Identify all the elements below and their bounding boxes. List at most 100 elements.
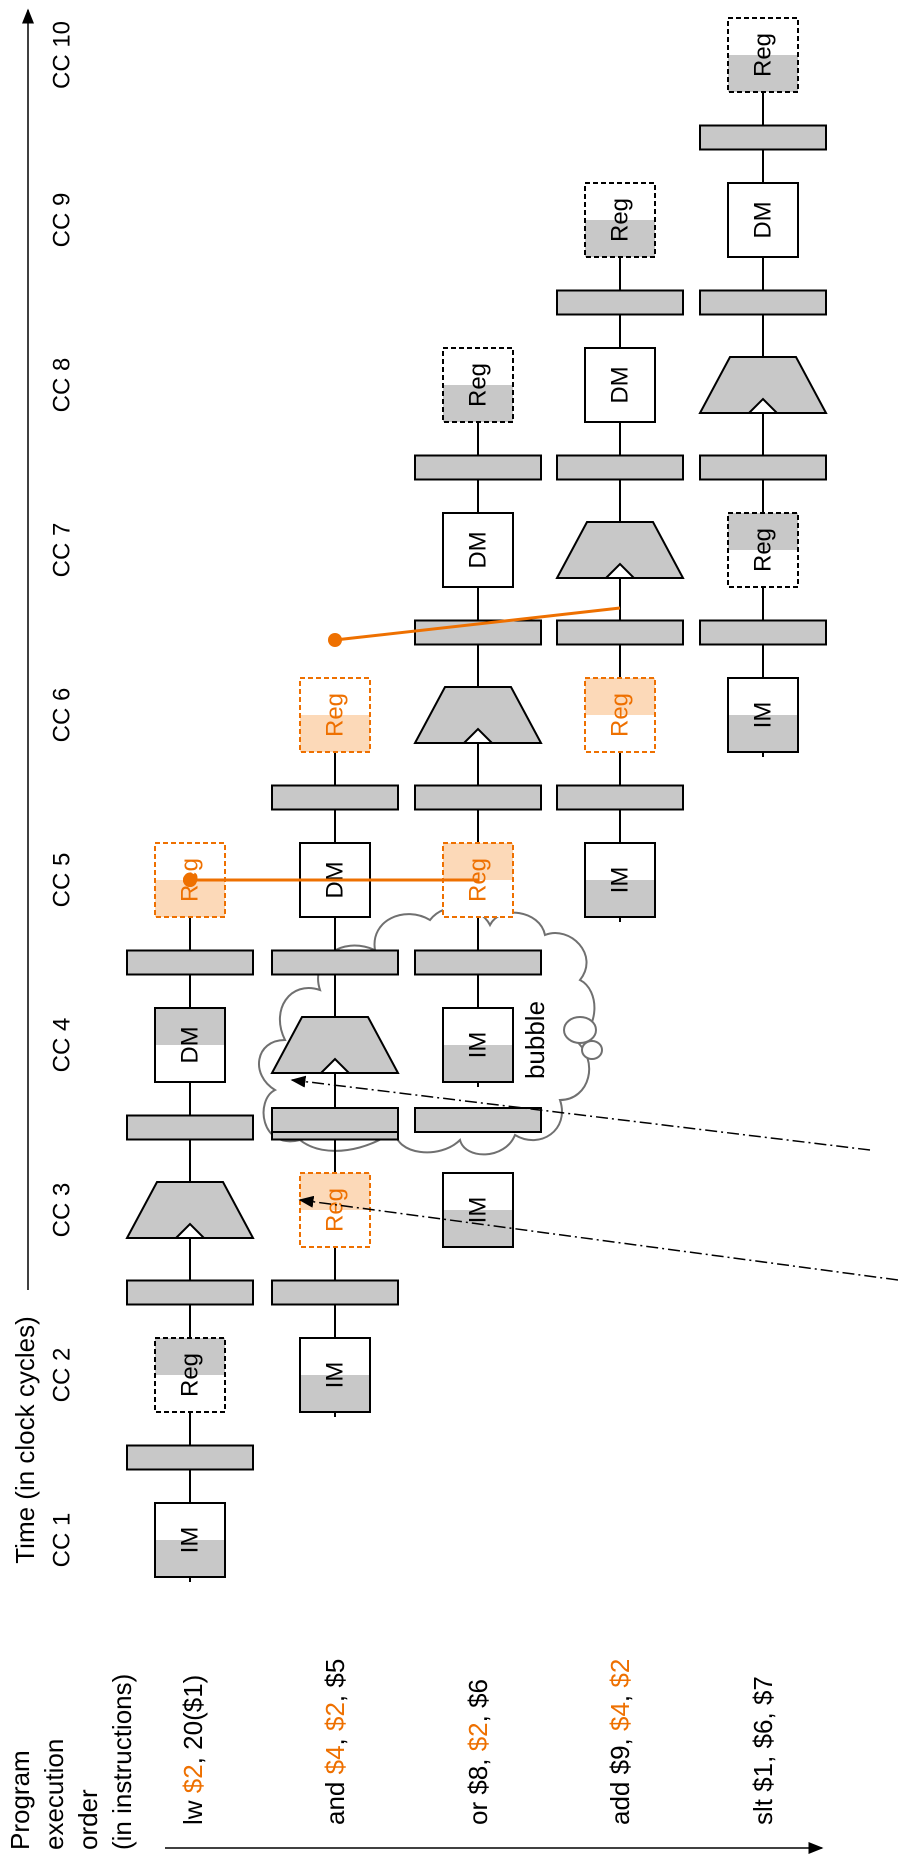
order-axis-label: Program [5, 1750, 35, 1850]
pipeline-register [126, 949, 254, 976]
pipeline-register [126, 1114, 254, 1141]
stage-shade [585, 678, 655, 715]
pipeline-register [271, 784, 399, 811]
instruction-part: $2 [178, 1764, 208, 1793]
bubble-pointer-1 [290, 1075, 871, 1151]
alu-notch [603, 562, 637, 579]
stage-label: Reg [750, 528, 777, 572]
stage-box-border [584, 677, 656, 753]
stage-label: DM [750, 201, 777, 238]
dm-stage: DM [727, 182, 799, 258]
order-axis-label: order [73, 1789, 103, 1850]
stage-box-border [442, 1172, 514, 1248]
reg-write-stage: Reg [299, 677, 371, 753]
forward-dot [328, 633, 342, 647]
dm-stage: DM [584, 347, 656, 423]
instruction-part: , $6 [463, 1679, 493, 1722]
im-stage-stalled: IM [442, 1172, 514, 1248]
im-stage: IM [154, 1502, 226, 1578]
stage-shade [728, 715, 798, 752]
stage-shade [728, 513, 798, 550]
im-stage: IM [727, 677, 799, 753]
stage-shade [585, 880, 655, 917]
reg-read-stage: Reg [727, 512, 799, 588]
stages-layer: IMRegDMRegIMRegDMRegIMRegDMRegIMRegDMReg… [125, 17, 828, 1578]
stage-shade [728, 55, 798, 92]
pipeline-register [556, 619, 684, 646]
stage-shade [155, 1008, 225, 1045]
pipeline-register [556, 784, 684, 811]
stage-shade [443, 385, 513, 422]
pipeline-register [126, 1279, 254, 1306]
stage-box-border [442, 1007, 514, 1083]
pipeline-register [699, 124, 827, 151]
pipeline-register [414, 949, 542, 976]
instruction-part: lw [178, 1793, 208, 1825]
stage-box-border [584, 182, 656, 258]
stage-label: Reg [750, 33, 777, 77]
reg-read-stage: Reg [442, 842, 514, 918]
stage-shade [155, 1338, 225, 1375]
clock-cycle-label: CC 3 [49, 1183, 76, 1238]
stage-box-border [727, 17, 799, 93]
stage-box-border [299, 677, 371, 753]
time-axis-label: Time (in clock cycles) [10, 1316, 40, 1564]
stage-label: IM [465, 1197, 492, 1224]
pipeline-register [556, 454, 684, 481]
clock-cycle-label: CC 9 [49, 193, 76, 248]
stage-box-bg [728, 183, 798, 257]
instruction-part: , 20($1) [178, 1675, 208, 1765]
order-axis-label: (in instructions) [107, 1674, 137, 1850]
pipeline-register [414, 784, 542, 811]
instruction-part: or $8, [463, 1751, 493, 1825]
clock-cycle-label: CC 6 [49, 688, 76, 743]
stage-label: IM [465, 1032, 492, 1059]
stage-box-bg [443, 513, 513, 587]
instruction-part: slt $1, $6, $7 [748, 1676, 778, 1825]
stage-box-border [154, 1337, 226, 1413]
pipeline-register [271, 949, 399, 976]
order-axis-label: execution [39, 1739, 69, 1850]
stage-box-border [584, 347, 656, 423]
reg-write-stage: Reg [727, 17, 799, 93]
instruction-part: $2 [320, 1702, 350, 1731]
clock-cycle-label: CC 5 [49, 853, 76, 908]
dm-stage: DM [154, 1007, 226, 1083]
instruction-part: and [320, 1774, 350, 1825]
stage-box-border [442, 512, 514, 588]
stage-box-border [442, 347, 514, 423]
stage-label: Reg [322, 693, 349, 737]
clock-cycle-label: CC 10 [49, 21, 76, 89]
stage-shade [300, 715, 370, 752]
stage-shade [443, 1210, 513, 1247]
pipeline-register [556, 289, 684, 316]
instruction-part: $2 [605, 1659, 635, 1688]
pipeline-register [699, 454, 827, 481]
instruction-part: add $9, [605, 1731, 635, 1825]
bubble-label: bubble [520, 1001, 550, 1079]
stage-shade [155, 1540, 225, 1577]
stage-box-bg [585, 348, 655, 422]
instruction-label: add $9, $4, $2 [605, 1659, 635, 1825]
im-stage: IM [299, 1337, 371, 1413]
clock-cycle-label: CC 4 [49, 1018, 76, 1073]
instruction-part: $2 [463, 1722, 493, 1751]
instruction-label: or $8, $2, $6 [463, 1679, 493, 1825]
forwarding-layer [183, 606, 898, 1281]
reg-write-stage: Reg [442, 347, 514, 423]
alu-notch [173, 1222, 207, 1239]
reg-read-stage: Reg [584, 677, 656, 753]
pipeline-register-stalled [271, 1107, 399, 1133]
stage-label: Reg [465, 363, 492, 407]
stage-label: DM [177, 1026, 204, 1063]
alu-notch [461, 727, 495, 744]
stage-label: Reg [607, 693, 634, 737]
pipeline-register-stalled [414, 1107, 542, 1133]
im-stage: IM [442, 1007, 514, 1083]
stage-box-border [727, 512, 799, 588]
stage-shade [443, 843, 513, 880]
pipeline-register [699, 619, 827, 646]
clock-cycle-label: CC 2 [49, 1348, 76, 1403]
instruction-part: , [605, 1688, 635, 1702]
